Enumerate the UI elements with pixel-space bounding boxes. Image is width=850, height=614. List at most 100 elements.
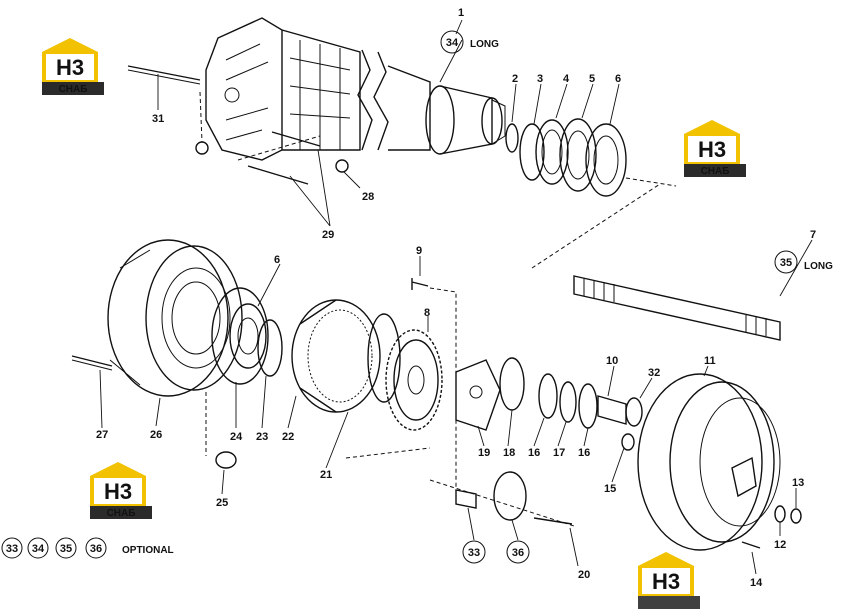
part-label-12: 12 [774,539,786,551]
bearing-6-bottom [229,303,267,369]
circled-callout-35: 35 [774,250,798,274]
svg-text:33: 33 [6,543,18,555]
part-label-29: 29 [322,229,334,241]
part-label-9: 9 [416,245,422,257]
svg-text:36: 36 [90,543,102,555]
part-label-14: 14 [750,577,763,589]
bolt-14 [741,541,761,549]
logo-main-text: H3 [652,569,680,594]
svg-text:35: 35 [60,543,72,555]
part-label-22: 22 [282,431,294,443]
spacer-17 [559,381,577,423]
part-label-17: 17 [553,447,565,459]
svg-text:34: 34 [32,543,45,555]
washer-32 [625,397,643,427]
part-label-2: 2 [512,73,518,85]
nut-13 [790,508,802,524]
wheel-hub-26 [107,239,243,397]
part-label-5: 5 [589,73,595,85]
top-bearing-stack [505,118,627,197]
circled-callout-33: 33 [462,540,486,564]
ring-3 [519,123,545,181]
axle-housing [205,17,506,161]
part-label-3: 3 [537,73,543,85]
part-label-7: 7 [810,229,816,241]
bolt-29a [271,131,321,147]
part-label-18: 18 [503,447,515,459]
part-label-27: 27 [96,429,108,441]
stud-31 [127,65,201,81]
bolt-29b [247,165,309,185]
seal-24 [211,287,269,385]
ring-15 [621,433,635,451]
callout-leaders [99,19,813,575]
legend-circle-36: 36 [85,537,107,559]
circled-callout-34: 34 [440,30,464,54]
svg-text:33: 33 [468,547,480,559]
ring-23 [257,319,283,377]
part-label-26: 26 [150,429,162,441]
legend-circle-33: 33 [1,537,23,559]
bearing-4 [535,119,569,185]
logo-bottom-right: H3 [638,552,700,609]
part-label-19: 19 [478,447,490,459]
logo-sub-text: СНАБ [701,166,730,177]
stud-27 [71,355,113,367]
optional-label: OPTIONAL [122,545,174,556]
part-label-10: 10 [606,355,618,367]
part-label-32: 32 [648,367,660,379]
part-label-20: 20 [578,569,590,581]
long-label-35: LONG [804,261,833,272]
circled-callout-36: 36 [506,540,530,564]
part-label-6-top: 6 [615,73,621,85]
svg-text:34: 34 [446,37,459,49]
nut-28 [335,159,349,173]
bearing-16b [578,383,598,429]
plate-36 [493,471,527,521]
part-label-16a: 16 [528,447,540,459]
bearing-5 [559,118,597,192]
logo-top-right: H3 СНАБ [684,120,746,177]
cover-11 [637,373,781,551]
legend-circle-35: 35 [55,537,77,559]
bushing-25 [215,451,237,469]
part-label-25: 25 [216,497,228,509]
part-label-8: 8 [424,307,430,319]
plate-19 [455,359,501,431]
part-label-11: 11 [704,355,716,367]
logo-main-text: H3 [56,55,84,80]
logo-main-text: H3 [104,479,132,504]
optional-legend: 33 34 35 36 OPTIONAL [1,537,174,559]
part-label-21: 21 [320,469,332,481]
svg-text:35: 35 [780,257,792,269]
part-label-16b: 16 [578,447,590,459]
part-label-31: 31 [152,113,164,125]
part-label-4: 4 [563,73,570,85]
ring-2 [505,123,519,153]
part-label-28: 28 [362,191,374,203]
bushing-33 [455,489,477,509]
logo-sub-text: СНАБ [59,84,88,95]
nut-30 [195,141,209,155]
legend-circle-34: 34 [27,537,49,559]
part-label-15: 15 [604,483,616,495]
svg-text:36: 36 [512,547,524,559]
part-label-1: 1 [458,7,464,19]
bearing-18 [499,357,525,411]
studs-left [127,65,349,185]
part-label-6-bottom: 6 [274,254,280,266]
bearing-16a [538,373,558,419]
logo-bottom-left: H3 СНАБ [90,462,152,519]
part-label-24: 24 [230,431,243,443]
part-label-23: 23 [256,431,268,443]
long-label-34: LONG [470,39,499,50]
logo-sub-text: СНАБ [107,508,136,519]
gear-8 [385,329,443,431]
bearing-6-top [585,123,627,197]
ring-gear-22 [291,299,381,413]
logo-main-text: H3 [698,137,726,162]
washer-12 [774,505,786,523]
snap-ring-21 [367,313,401,403]
